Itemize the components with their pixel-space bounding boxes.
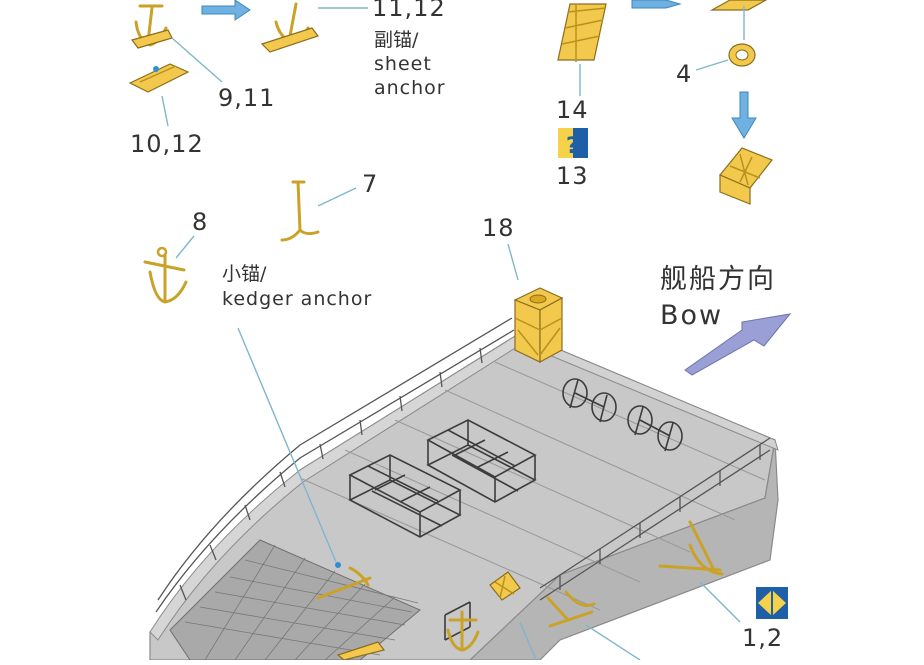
callout-10-12: 10,12 <box>130 130 204 158</box>
sheet-anchor-cn: 副锚/ <box>374 29 419 51</box>
kedger-anchor-cn: 小锚/ <box>222 263 267 285</box>
part-4-ring <box>728 43 756 67</box>
installed-kedger-anchor <box>316 562 372 600</box>
part-4-assembled <box>719 147 773 205</box>
installed-bower-anchor <box>658 520 724 576</box>
skylight-frame-1 <box>348 454 462 538</box>
part-4-top <box>709 0 768 11</box>
callout-13: 13 <box>556 162 589 190</box>
callout-11-12: 11,12 <box>372 0 446 22</box>
skylight-frame-2 <box>426 419 537 503</box>
deck-grating <box>169 539 421 661</box>
deck-seams <box>299 361 766 611</box>
callout-14: 14 <box>556 96 589 124</box>
kedger-anchor-en: kedger anchor <box>222 288 372 310</box>
part-9-11-anchor <box>130 4 173 49</box>
part-18-tower <box>513 287 564 364</box>
part-bottom-bar <box>336 641 386 661</box>
leader-lines <box>161 6 745 661</box>
left-railing <box>155 317 515 613</box>
part-8-anchor <box>143 246 188 304</box>
part-bottom-lattice <box>489 571 521 601</box>
bow-label-cn: 舰船方向 <box>660 264 776 295</box>
part-11-12-anchor <box>260 2 319 53</box>
fold-badge <box>756 587 788 619</box>
part-10-12-plate <box>128 63 190 93</box>
bow-direction-arrow <box>684 313 792 376</box>
part-7-anchor <box>280 180 320 242</box>
right-railing <box>539 437 771 601</box>
assembly-arrow-top-right <box>631 0 682 9</box>
assembly-arrow-top-left <box>201 0 251 21</box>
hull <box>149 317 779 661</box>
winch-pair-1 <box>562 378 617 423</box>
hull-side-wall <box>468 439 779 661</box>
bow-label-en: Bow <box>660 300 723 331</box>
assembly-arrow-down <box>731 91 757 139</box>
part-bottom-anchor <box>446 610 480 652</box>
sheet-anchor-en-2: anchor <box>374 77 446 99</box>
part-14-frame <box>557 3 607 62</box>
question-badge-text: ? <box>566 134 579 159</box>
installed-anchor-2 <box>546 590 596 628</box>
callout-8: 8 <box>192 208 208 236</box>
callout-18: 18 <box>482 214 515 242</box>
callout-4: 4 <box>676 60 692 88</box>
sheet-anchor-en-1: sheet <box>374 53 432 75</box>
winch-pair-2 <box>627 405 683 452</box>
callout-1-2: 1,2 <box>742 624 783 652</box>
question-badge: ? <box>558 128 588 159</box>
callout-9-11: 9,11 <box>218 84 275 112</box>
callout-7: 7 <box>362 170 378 198</box>
